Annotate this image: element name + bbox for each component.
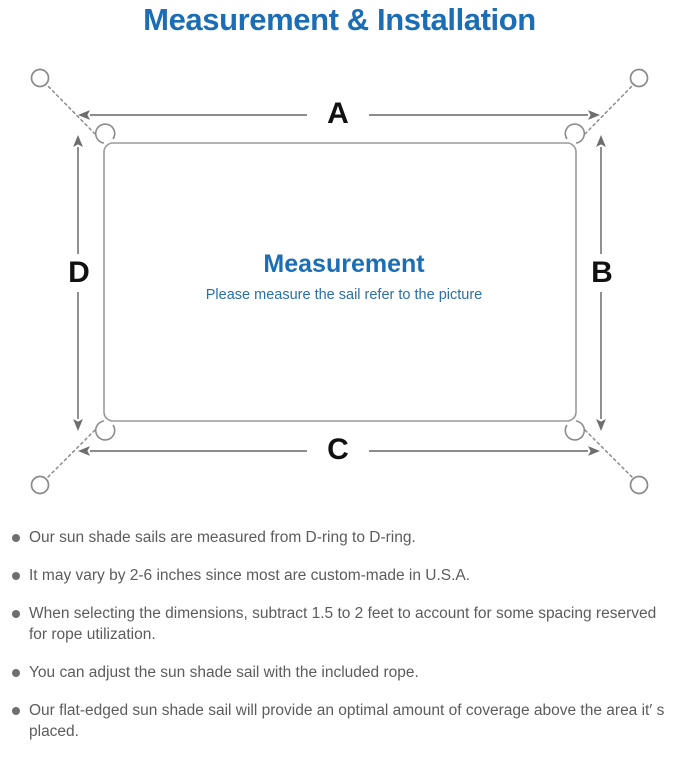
bullet-icon <box>12 534 20 542</box>
anchor-ring-top-right <box>629 68 649 88</box>
anchor-ring-bottom-left <box>30 475 50 495</box>
d-ring-bottom-left <box>94 420 116 441</box>
rope-bottom-left <box>45 425 100 480</box>
measurement-diagram: A C D B Measurement Please measure the s… <box>0 47 679 525</box>
dimension-b: B <box>591 135 613 431</box>
list-item: It may vary by 2-6 inches since most are… <box>0 565 679 586</box>
dimension-c: C <box>78 433 600 466</box>
list-item: You can adjust the sun shade sail with t… <box>0 662 679 683</box>
rope-top-right <box>580 83 635 139</box>
bullet-icon <box>12 707 20 715</box>
bullet-icon <box>12 610 20 618</box>
sail-diagram-svg: A C D B Measurement Please measure the s… <box>30 68 649 495</box>
dimension-a-label: A <box>327 97 349 130</box>
notes-list: Our sun shade sails are measured from D-… <box>0 527 679 759</box>
dimension-d-label: D <box>68 256 90 289</box>
note-text: When selecting the dimensions, subtract … <box>29 605 657 643</box>
rope-bottom-right <box>580 425 635 480</box>
list-item: When selecting the dimensions, subtract … <box>0 603 679 645</box>
note-text: You can adjust the sun shade sail with t… <box>29 664 419 681</box>
d-ring-top-left <box>94 123 116 144</box>
list-item: Our flat-edged sun shade sail will provi… <box>0 700 679 742</box>
dimension-b-label: B <box>591 256 613 289</box>
note-text: Our flat-edged sun shade sail will provi… <box>29 702 665 740</box>
d-ring-bottom-right <box>564 420 586 441</box>
rope-top-left <box>45 83 100 139</box>
diagram-center-subtitle: Please measure the sail refer to the pic… <box>206 287 482 303</box>
dimension-d: D <box>68 135 90 431</box>
dimension-a: A <box>78 97 600 130</box>
dimension-c-label: C <box>327 433 349 466</box>
diagram-center-title: Measurement <box>263 250 425 278</box>
bullet-icon <box>12 572 20 580</box>
note-text: It may vary by 2-6 inches since most are… <box>29 567 471 584</box>
anchor-ring-bottom-right <box>629 475 649 495</box>
sail-body <box>103 142 577 422</box>
anchor-ring-top-left <box>30 68 50 88</box>
list-item: Our sun shade sails are measured from D-… <box>0 527 679 548</box>
bullet-icon <box>12 669 20 677</box>
page-title: Measurement & Installation <box>143 2 536 37</box>
d-ring-top-right <box>564 123 586 144</box>
note-text: Our sun shade sails are measured from D-… <box>29 529 416 546</box>
